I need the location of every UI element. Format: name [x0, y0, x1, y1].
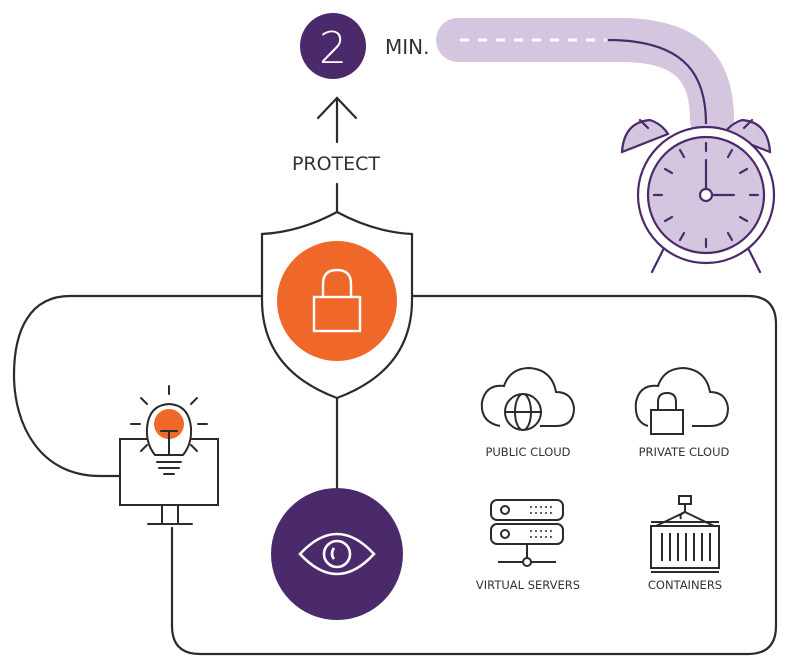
lightbulb-monitor-icon: [119, 385, 219, 525]
timeline-track: [436, 18, 734, 142]
shipping-container-icon: [650, 495, 720, 573]
protect-label: PROTECT: [292, 153, 380, 175]
private-cloud-lock-icon: [634, 366, 730, 435]
virtual-servers-label: VIRTUAL SERVERS: [476, 578, 580, 592]
public-cloud-globe-icon: [480, 366, 576, 431]
private-cloud-label: PRIVATE CLOUD: [639, 445, 730, 459]
alarm-clock-icon: [620, 118, 776, 274]
timer-badge: 2 MIN.: [300, 13, 429, 79]
server-stack-icon: [490, 499, 564, 567]
shield-lock-icon: [260, 210, 414, 400]
timer-unit: MIN.: [385, 35, 429, 59]
containers-label: CONTAINERS: [648, 578, 722, 592]
eye-icon: [271, 488, 403, 620]
connector-lines: [12, 96, 778, 656]
timer-number: 2: [319, 23, 347, 74]
public-cloud-label: PUBLIC CLOUD: [485, 445, 570, 459]
